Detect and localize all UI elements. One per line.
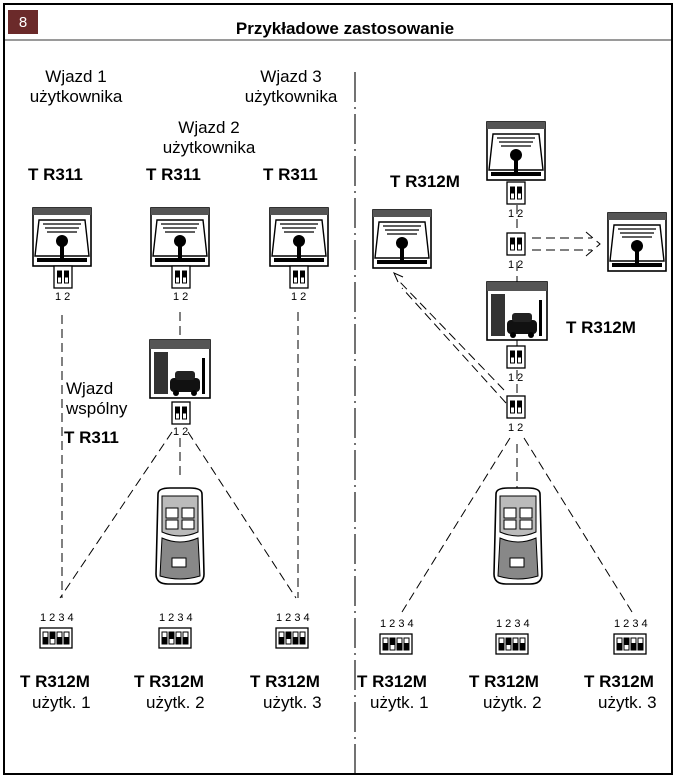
dip-label: 1 2: [508, 372, 524, 384]
garage-car-icon: [149, 339, 211, 399]
dip-switch-icon: [613, 633, 647, 655]
dip-switch-icon: [53, 265, 73, 289]
remote-model-1: T R312M: [20, 672, 90, 691]
dip-label: 1 2: [55, 291, 71, 303]
entry3-caption: Wjazd 3 użytkownika: [244, 67, 338, 106]
remote-user-1: użytk. 1: [370, 693, 429, 712]
barrier-gate-icon: [607, 212, 667, 272]
dip-label: 1 2 3 4: [40, 612, 74, 624]
dip-switch-icon: [495, 633, 529, 655]
dip-switch-icon: [171, 401, 191, 425]
remote-user-3: użytk. 3: [598, 693, 657, 712]
dip-label: 1 2 3 4: [159, 612, 193, 624]
dip-switch-icon: [506, 181, 526, 205]
remote-model-2: T R312M: [134, 672, 204, 691]
dip-label: 1 2: [173, 426, 189, 438]
entry1-caption: Wjazd 1 użytkownika: [29, 67, 123, 106]
dip-switch-icon: [158, 627, 192, 649]
dip-label: 1 2: [173, 291, 189, 303]
remote-user-2: użytk. 2: [483, 693, 542, 712]
dip-switch-icon: [275, 627, 309, 649]
dip-switch-icon: [39, 627, 73, 649]
dip-label: 1 2: [508, 259, 524, 271]
right-links: [397, 205, 633, 613]
header-bar: [3, 3, 673, 41]
repeater-model-top: T R312M: [390, 172, 460, 191]
shared-model: T R311: [64, 428, 119, 447]
dip-label: 1 2 3 4: [380, 618, 414, 630]
garage-car-icon: [486, 281, 548, 341]
remote-model-3: T R312M: [250, 672, 320, 691]
dip-label: 1 2: [508, 208, 524, 220]
dip-switch-icon: [171, 265, 191, 289]
dip-label: 1 2 3 4: [496, 618, 530, 630]
dip-switch-icon: [506, 345, 526, 369]
remote-model-1: T R312M: [357, 672, 427, 691]
dip-switch-icon: [506, 395, 526, 419]
remote-user-1: użytk. 1: [32, 693, 91, 712]
repeater-model-right: T R312M: [566, 318, 636, 337]
dip-switch-icon: [379, 633, 413, 655]
entry2-caption: Wjazd 2 użytkownika: [162, 118, 256, 157]
remote-user-3: użytk. 3: [263, 693, 322, 712]
dip-label: 1 2: [508, 422, 524, 434]
barrier-gate-icon: [486, 121, 546, 181]
receiver-model-2: T R311: [146, 165, 201, 184]
dip-label: 1 2: [291, 291, 307, 303]
receiver-model-3: T R311: [263, 165, 318, 184]
dip-label: 1 2 3 4: [614, 618, 648, 630]
left-links: [59, 312, 299, 599]
barrier-gate-icon: [372, 209, 432, 269]
remote-control-icon: [155, 487, 205, 585]
remote-control-icon: [493, 487, 543, 585]
remote-model-2: T R312M: [469, 672, 539, 691]
dip-label: 1 2 3 4: [276, 612, 310, 624]
dip-switch-icon: [289, 265, 309, 289]
barrier-gate-icon: [150, 207, 210, 267]
remote-model-3: T R312M: [584, 672, 654, 691]
barrier-gate-icon: [32, 207, 92, 267]
remote-user-2: użytk. 2: [146, 693, 205, 712]
dip-switch-icon: [506, 232, 526, 256]
page-title: Przykładowe zastosowanie: [235, 19, 455, 38]
section-number-badge: 8: [8, 10, 38, 34]
receiver-model-1: T R311: [28, 165, 83, 184]
shared-entry-caption: Wjazd wspólny: [66, 379, 128, 418]
page-border: [3, 3, 673, 775]
barrier-gate-icon: [269, 207, 329, 267]
